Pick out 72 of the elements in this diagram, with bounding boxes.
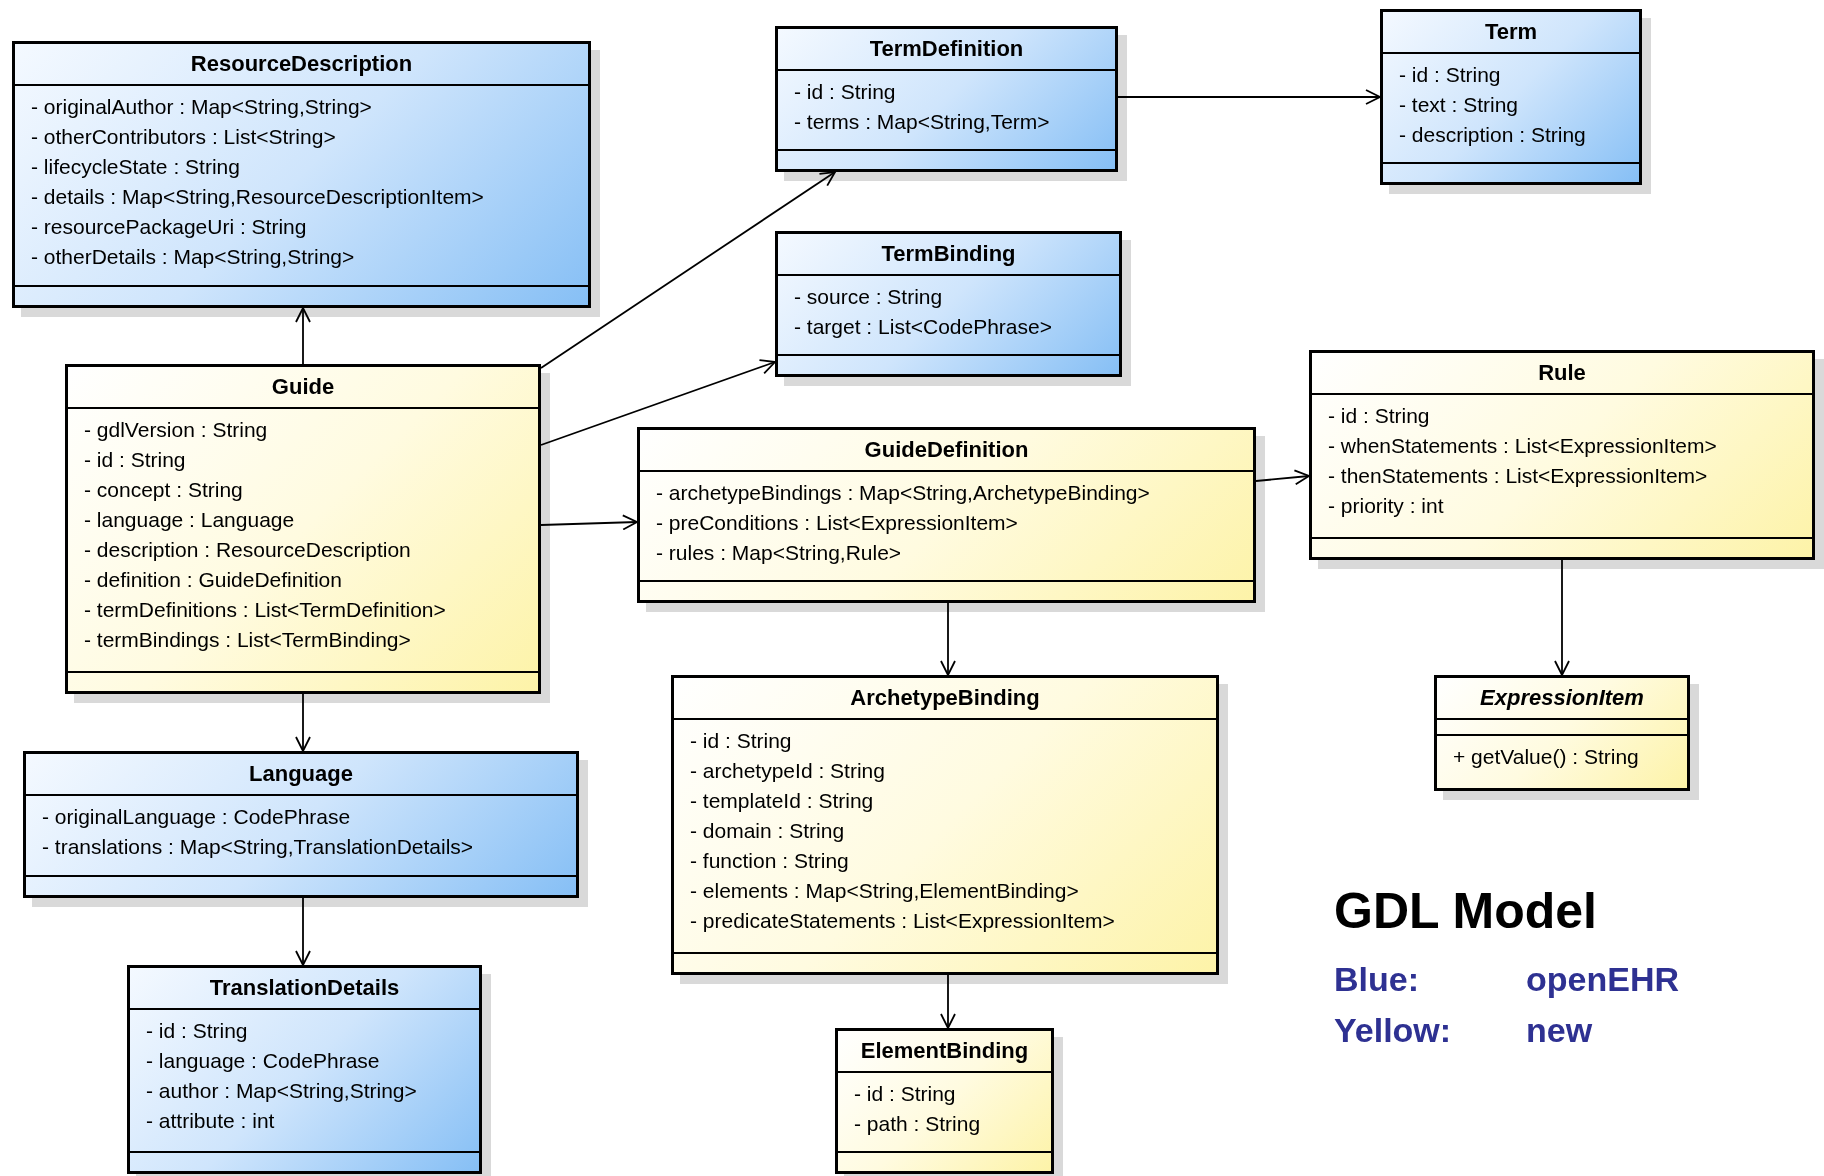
operation-text: + getValue() : String (1453, 744, 1639, 770)
attribute-text: - author : Map<String,String> (146, 1078, 417, 1104)
attribute-text: - definition : GuideDefinition (84, 567, 342, 593)
attribute-text: - translations : Map<String,TranslationDetails> (42, 834, 474, 860)
attribute-text: - originalLanguage : CodePhrase (42, 804, 351, 830)
attribute-text: - text : String (1399, 92, 1519, 118)
class-name: GuideDefinition (640, 430, 1253, 472)
class-name: ResourceDescription (15, 44, 588, 86)
association-arrow (540, 171, 836, 369)
attribute-text: - description : String (1399, 122, 1586, 148)
association-arrow (540, 514, 638, 531)
attribute-text: - terms : Map<String,Term> (794, 109, 1050, 135)
attribute-text: - target : List<CodePhrase> (794, 314, 1052, 340)
attribute-text: - domain : String (690, 818, 845, 844)
attribute-text: - language : CodePhrase (146, 1048, 380, 1074)
class-name: Rule (1312, 353, 1812, 395)
attribute-text: - id : String (1399, 62, 1501, 88)
attribute-text: - templateId : String (690, 788, 874, 814)
association-arrow (295, 307, 311, 365)
diagram-title: GDL Model (1334, 882, 1597, 940)
attribute-text: - source : String (794, 284, 943, 310)
attribute-text: - id : String (146, 1018, 248, 1044)
attribute-text: - concept : String (84, 477, 243, 503)
attribute-text: - id : String (854, 1081, 956, 1107)
class-name: TermBinding (778, 234, 1119, 276)
attribute-text: - description : ResourceDescription (84, 537, 411, 563)
class-name: TranslationDetails (130, 968, 479, 1010)
attribute-text: - gdlVersion : String (84, 417, 268, 443)
attribute-text: - originalAuthor : Map<String,String> (31, 94, 372, 120)
legend-text: openEHR (1526, 960, 1679, 999)
class-name: Language (26, 754, 576, 796)
attribute-text: - function : String (690, 848, 849, 874)
association-arrow (1255, 469, 1310, 486)
attribute-text: - whenStatements : List<ExpressionItem> (1328, 433, 1717, 459)
legend-text: new (1526, 1011, 1593, 1050)
attribute-text: - rules : Map<String,Rule> (656, 540, 902, 566)
legend-text: Yellow: (1334, 1011, 1452, 1050)
class-name: ExpressionItem (1437, 678, 1687, 720)
class-name: ElementBinding (838, 1031, 1051, 1073)
attribute-text: - thenStatements : List<ExpressionItem> (1328, 463, 1708, 489)
class-name: TermDefinition (778, 29, 1115, 71)
attribute-text: - id : String (794, 79, 896, 105)
association-arrow (940, 974, 956, 1029)
association-arrow (940, 602, 956, 676)
association-arrow (1117, 89, 1381, 105)
attribute-text: - archetypeBindings : Map<String,ArchetypeBinding> (656, 480, 1150, 506)
association-arrow (1554, 559, 1570, 676)
attribute-text: - id : String (84, 447, 186, 473)
attribute-text: - elements : Map<String,ElementBinding> (690, 878, 1079, 904)
attribute-text: - lifecycleState : String (31, 154, 240, 180)
legend-text: Blue: (1334, 960, 1419, 999)
class-name: ArchetypeBinding (674, 678, 1216, 720)
attribute-text: - id : String (690, 728, 792, 754)
attribute-text: - path : String (854, 1111, 981, 1137)
attribute-text: - language : Language (84, 507, 295, 533)
attribute-text: - resourcePackageUri : String (31, 214, 307, 240)
attribute-text: - predicateStatements : List<ExpressionItem> (690, 908, 1115, 934)
attribute-text: - id : String (1328, 403, 1430, 429)
attribute-text: - preConditions : List<ExpressionItem> (656, 510, 1018, 536)
association-arrow (540, 359, 776, 446)
association-arrow (295, 693, 311, 752)
class-name: Guide (68, 367, 538, 409)
attribute-text: - details : Map<String,ResourceDescriptionItem> (31, 184, 484, 210)
class-name: Term (1383, 12, 1639, 54)
attribute-text: - termBindings : List<TermBinding> (84, 627, 411, 653)
attribute-text: - otherContributors : List<String> (31, 124, 336, 150)
attribute-text: - attribute : int (146, 1108, 275, 1134)
attribute-text: - archetypeId : String (690, 758, 885, 784)
attribute-text: - otherDetails : Map<String,String> (31, 244, 355, 270)
association-arrow (295, 897, 311, 966)
attribute-text: - priority : int (1328, 493, 1444, 519)
attribute-text: - termDefinitions : List<TermDefinition> (84, 597, 446, 623)
